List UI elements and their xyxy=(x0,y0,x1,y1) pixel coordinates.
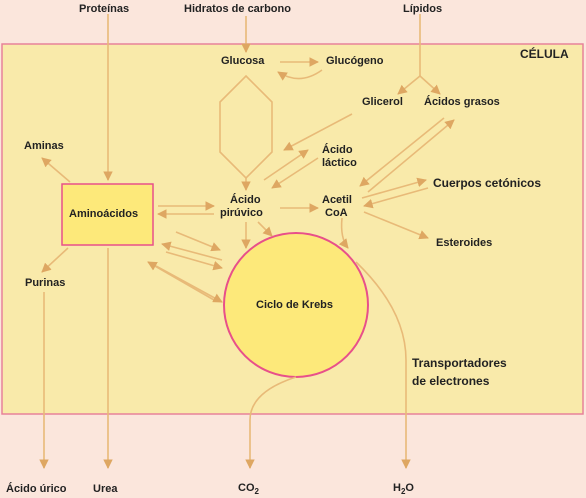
arrow-acetil-krebs xyxy=(338,217,349,249)
arrow-aminoacidos-krebs-2 xyxy=(175,231,221,252)
arrow-krebs-aminoacidos-1 xyxy=(161,241,223,261)
arrow-piruvico-krebs-2 xyxy=(257,221,273,237)
arrow-aminoacidos-krebs-1 xyxy=(165,251,223,271)
arrow-piruvico-lactico xyxy=(263,149,309,181)
arrow-lipidos-glicerol xyxy=(397,75,421,95)
arrow-glicerol-glycolysis xyxy=(283,113,353,151)
label-coa: CoA xyxy=(325,207,348,219)
arrow-lactico-piruvico xyxy=(271,157,319,189)
arrow-cuerpos-acetil xyxy=(363,187,429,209)
label-acido-urico: Ácido úrico xyxy=(6,483,67,495)
aminoacidos-box xyxy=(61,183,154,246)
label-acetil: Acetil xyxy=(322,194,352,206)
label-cuerpos-cetonicos: Cuerpos cetónicos xyxy=(433,176,542,190)
arrow-krebs-co2 xyxy=(245,376,297,469)
arrow-glucogeno-glucosa xyxy=(277,69,323,81)
label-esteroides: Esteroides xyxy=(436,237,493,249)
label-glicerol: Glicerol xyxy=(362,96,403,108)
label-proteinas: Proteínas xyxy=(79,3,130,15)
h2o-subscript: 2 xyxy=(400,487,406,497)
label-h2o: H2O xyxy=(393,482,414,498)
label-acido-piruvico-1: Ácido xyxy=(230,194,261,206)
label-acido-lactico-2: láctico xyxy=(322,157,357,169)
h2o-h: H xyxy=(393,482,401,494)
label-co2: CO2 xyxy=(238,482,259,498)
co2-subscript: 2 xyxy=(254,487,259,497)
h2o-o: O xyxy=(405,482,414,494)
label-transportadores: Transportadores xyxy=(412,356,507,370)
label-celula: CÉLULA xyxy=(520,47,569,61)
label-glucogeno: Glucógeno xyxy=(326,55,384,67)
label-purinas: Purinas xyxy=(25,277,66,289)
label-aminoacidos: Aminoácidos xyxy=(69,208,139,220)
label-aminas: Aminas xyxy=(24,140,64,152)
label-glucosa: Glucosa xyxy=(221,55,265,67)
label-ciclo-krebs: Ciclo de Krebs xyxy=(256,299,334,311)
arrow-acidosgrasos-acetil xyxy=(359,117,445,187)
arrow-acetil-acidosgrasos xyxy=(367,119,455,193)
arrow-aminoacidos-aminas xyxy=(41,157,71,183)
arrow-aminoacidos-krebs-3 xyxy=(155,265,223,303)
label-acido-lactico-1: Ácido xyxy=(322,144,353,156)
label-de-electrones: de electrones xyxy=(412,374,490,388)
label-urea: Urea xyxy=(93,483,118,495)
arrow-lipidos-acidosgrasos xyxy=(419,75,441,95)
co2-text: CO xyxy=(238,482,255,494)
arrow-acetil-esteroides xyxy=(363,211,429,240)
label-acidos-grasos: Ácidos grasos xyxy=(424,96,500,108)
arrow-acetil-cuerpos xyxy=(361,177,427,199)
arrow-krebs-h2o xyxy=(355,261,411,469)
label-lipidos: Lípidos xyxy=(403,3,443,15)
arrow-aminoacidos-purinas xyxy=(41,247,69,273)
label-hidratos-carbono: Hidratos de carbono xyxy=(184,3,291,15)
label-acido-piruvico-2: pirúvico xyxy=(220,207,263,219)
